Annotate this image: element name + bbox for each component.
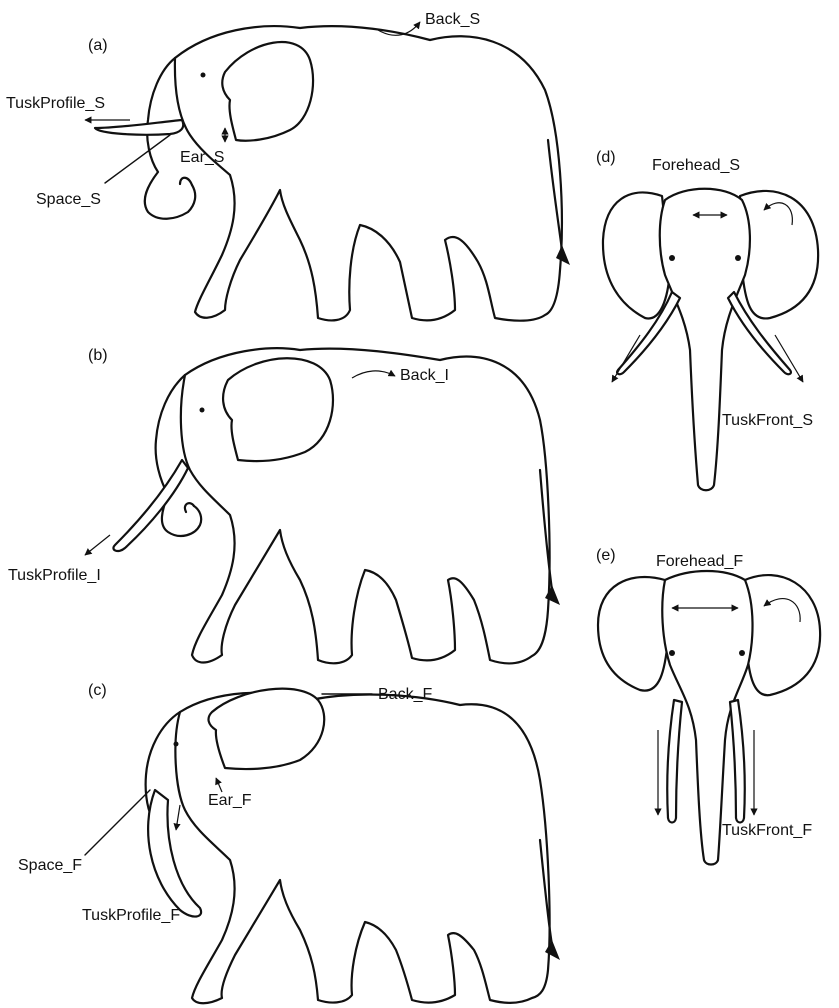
elephant-e-right-ear <box>745 575 820 695</box>
elephant-b-eye <box>200 408 205 413</box>
panel-e: (e) Forehead_F TuskFront_F <box>596 547 820 865</box>
ear-s-label: Ear_S <box>180 149 224 166</box>
space-f-leader <box>85 790 150 855</box>
elephant-d-head-trunk <box>660 189 750 491</box>
elephant-c-eye <box>174 742 179 747</box>
elephant-e-left-eye <box>669 650 675 656</box>
panel-d-tag: (d) <box>596 149 616 166</box>
elephant-a-eye <box>201 73 206 78</box>
space-f-label: Space_F <box>18 857 82 874</box>
back-i-label: Back_I <box>400 367 449 384</box>
panel-a: (a) Back_S TuskProfile_S Ear_S Space_S <box>6 11 570 321</box>
elephant-b-tusk <box>113 460 188 551</box>
elephant-b-trunk-inner <box>185 503 194 512</box>
tuskfront-s-label: TuskFront_S <box>722 412 813 429</box>
space-s-label: Space_S <box>36 191 101 208</box>
elephant-c-side-view <box>146 689 560 1004</box>
forehead-s-label: Forehead_S <box>652 157 740 174</box>
tuskprofile-i-label: TuskProfile_I <box>8 567 101 584</box>
elephant-e-right-tusk <box>730 700 745 823</box>
ear-f-label: Ear_F <box>208 792 252 809</box>
elephant-d-front-view <box>603 189 818 491</box>
space-s-leader <box>105 135 170 183</box>
tuskprofile-i-arrow <box>85 535 110 555</box>
panel-a-tag: (a) <box>88 37 108 54</box>
elephant-a-tusk <box>95 120 183 135</box>
elephant-e-right-eye <box>739 650 745 656</box>
panel-b: (b) Back_I TuskProfile_I <box>8 347 560 663</box>
tuskprofile-s-label: TuskProfile_S <box>6 95 105 112</box>
tuskprofile-f-label: TuskProfile_F <box>82 907 180 924</box>
panel-c-tag: (c) <box>88 682 107 699</box>
elephant-e-front-view <box>598 571 820 865</box>
forehead-f-label: Forehead_F <box>656 553 743 570</box>
elephant-e-left-tusk <box>667 700 682 823</box>
elephant-b-side-view <box>113 348 560 663</box>
elephant-a-side-view <box>95 26 570 321</box>
tuskprofile-f-arrow <box>176 805 180 830</box>
panel-d: (d) Forehead_S TuskFront_S <box>596 149 818 490</box>
tuskfront-f-label: TuskFront_F <box>722 822 812 839</box>
elephant-d-left-eye <box>669 255 675 261</box>
elephant-e-left-ear <box>598 577 668 691</box>
elephant-a-trunk-inner <box>180 178 192 185</box>
back-f-label: Back_F <box>378 686 432 703</box>
back-s-label: Back_S <box>425 11 480 28</box>
elephant-d-right-ear <box>740 191 818 319</box>
panel-b-tag: (b) <box>88 347 108 364</box>
elephant-d-right-eye <box>735 255 741 261</box>
panel-e-tag: (e) <box>596 547 616 564</box>
panel-c: (c) Back_F Ear_F Space_F TuskProfile_F <box>18 682 560 1003</box>
